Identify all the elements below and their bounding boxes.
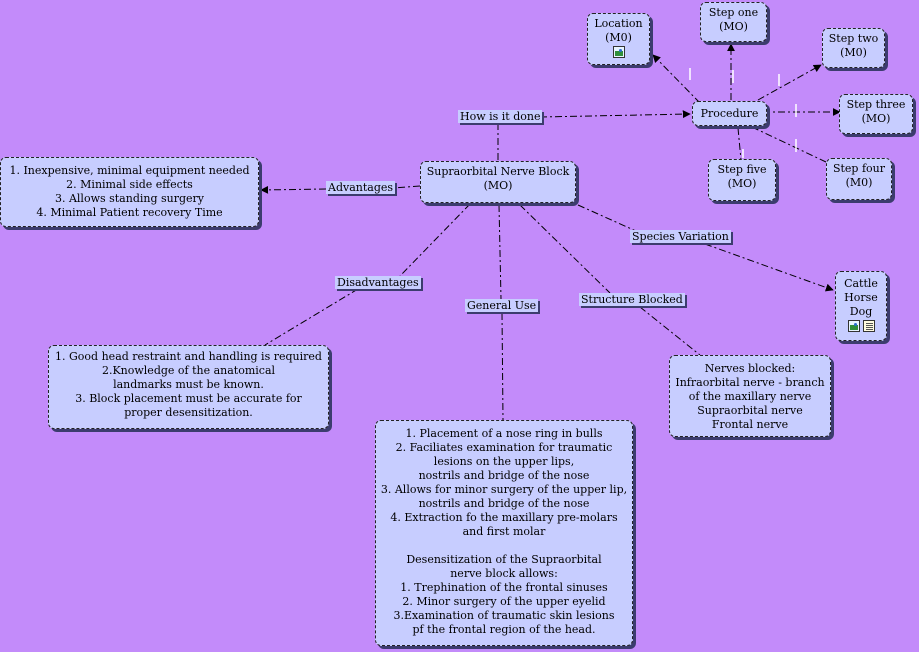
text-line — [380, 539, 628, 553]
text-line: Dog — [849, 305, 873, 318]
text-line: (M0) — [840, 46, 867, 59]
text-line: and first molar — [462, 525, 546, 538]
text-line: nerve block allows: — [450, 567, 558, 580]
note-icon[interactable] — [862, 320, 875, 332]
link-procedure-step-two — [757, 64, 822, 101]
label-general-use[interactable]: General Use — [465, 299, 539, 312]
text-line: Step one — [708, 6, 759, 19]
label-how-is-it-done[interactable]: How is it done — [458, 110, 543, 123]
text-line: pf the frontal region of the head. — [412, 623, 596, 636]
link-central-species — [577, 204, 637, 232]
text-line: 3. Allows standing surgery — [54, 192, 205, 205]
disadvantages-node[interactable]: 1. Good head restraint and handling is r… — [48, 345, 329, 429]
link-procedure-step-four — [751, 126, 827, 163]
link-species-box — [704, 243, 834, 292]
text-line: (MO) — [483, 179, 513, 192]
text-line: Nerves blocked: — [704, 362, 796, 375]
image-icon[interactable] — [612, 46, 625, 58]
text-line: 1. Inexpensive, minimal equipment needed — [9, 164, 250, 177]
central-topic-node[interactable]: Supraorbital Nerve Block(MO) — [420, 161, 576, 203]
text-line: (M0) — [845, 176, 873, 189]
link-disadvantages-box — [264, 288, 359, 346]
text-line: (MO) — [861, 112, 891, 125]
text-line: nostrils and bridge of the nose — [418, 497, 590, 510]
step-two-node[interactable]: Step two(M0) — [822, 28, 885, 68]
link-central-general — [498, 204, 502, 300]
text-line: proper desensitization. — [124, 406, 253, 419]
step-three-node[interactable]: Step three(MO) — [839, 94, 913, 134]
link-general-box — [501, 312, 504, 421]
label-structure-blocked[interactable]: Structure Blocked — [579, 293, 685, 306]
text-line: (MO) — [719, 20, 748, 33]
link-structure-box — [639, 306, 701, 356]
label-disadvantages[interactable]: Disadvantages — [335, 276, 421, 289]
procedure-node[interactable]: Procedure — [692, 101, 767, 126]
text-line: Step three — [846, 98, 906, 111]
text-line: Location — [594, 17, 643, 30]
image-icon[interactable] — [847, 320, 860, 332]
link-advantages-box — [260, 185, 327, 194]
procedure-label: Procedure — [700, 107, 759, 120]
text-line: Cattle — [844, 277, 878, 290]
text-line: 2. Minor surgery of the upper eyelid — [402, 595, 606, 608]
text-line: 1. Placement of a nose ring in bulls — [405, 427, 603, 440]
link-central-advantages — [391, 185, 421, 189]
text-line: (MO) — [727, 177, 757, 190]
location-text: Location(M0) — [592, 17, 645, 45]
text-line: 4. Minimal Patient recovery Time — [36, 206, 223, 219]
text-line: lesions on the upper lips, — [433, 455, 575, 468]
text-line: 1. Trephination of the frontal sinuses — [400, 581, 608, 594]
text-line: Supraorbital nerve — [697, 404, 803, 417]
text-line: of the maxillary nerve — [688, 390, 812, 403]
step-one-node[interactable]: Step one(MO) — [700, 2, 767, 42]
label-species-variation[interactable]: Species Variation — [630, 230, 731, 243]
text-line: 2. Faciliates examination for traumatic — [395, 441, 613, 454]
text-line: 2. Minimal side effects — [66, 178, 193, 191]
text-line: 4. Extraction fo the maxillary pre-molar… — [390, 511, 618, 524]
link-central-disadvantages — [399, 203, 471, 277]
text-line: Step four — [832, 162, 886, 175]
text-line: Step five — [717, 163, 767, 176]
link-how-procedure — [539, 110, 691, 119]
text-line: 1. Good head restraint and handling is r… — [55, 350, 322, 363]
text-line: Horse — [844, 291, 878, 304]
text-line: Step two — [828, 32, 879, 45]
link-procedure-step-five — [737, 127, 742, 161]
label-advantages[interactable]: Advantages — [326, 181, 396, 194]
structure-node[interactable]: Nerves blocked:Infraorbital nerve - bran… — [669, 355, 831, 437]
text-line: 3.Examination of traumatic skin lesions — [393, 609, 615, 622]
text-line: 3. Block placement must be accurate for — [75, 392, 302, 405]
text-line: landmarks must be known. — [113, 378, 264, 391]
text-line: Desensitization of the Supraorbital — [406, 553, 602, 566]
advantages-node[interactable]: 1. Inexpensive, minimal equipment needed… — [0, 157, 259, 227]
location-node[interactable]: Location(M0) — [587, 13, 650, 65]
link-central-structure — [519, 204, 611, 294]
link-procedure-location — [652, 54, 701, 104]
text-line: (M0) — [605, 31, 632, 44]
text-line: Frontal nerve — [711, 418, 789, 431]
step-five-node[interactable]: Step five(MO) — [708, 159, 776, 201]
step-four-node[interactable]: Step four(M0) — [826, 158, 892, 200]
text-line: Infraorbital nerve - branch — [675, 376, 825, 389]
text-line: 3. Allows for minor surgery of the upper… — [380, 483, 628, 496]
text-line: Supraorbital Nerve Block — [426, 165, 570, 178]
text-line: 2.Knowledge of the anatomical — [101, 364, 276, 377]
text-line: nostrils and bridge of the nose — [418, 469, 590, 482]
